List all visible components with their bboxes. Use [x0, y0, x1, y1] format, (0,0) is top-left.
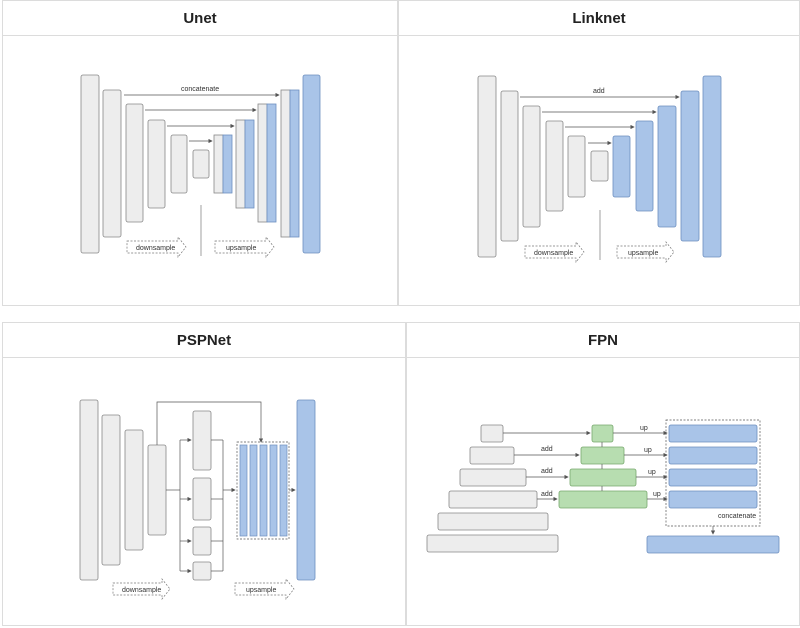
fpn-out-block-1 [668, 424, 758, 443]
fpn-td-block-1 [591, 424, 614, 443]
pspnet-upsample-label: upsample [246, 587, 276, 594]
fpn-td-block-2 [580, 446, 625, 465]
unet-title: Unet [183, 9, 217, 27]
pspnet-title: PSPNet [176, 331, 232, 349]
pspnet-downsample-arrow [112, 578, 171, 600]
fpn-title: FPN [588, 331, 618, 349]
linknet-title: Linknet [572, 9, 626, 27]
fpn-bu-block-5 [437, 512, 549, 531]
fpn-td-block-3 [569, 468, 637, 487]
linknet-upsample-label: upsample [628, 250, 658, 257]
unet-dec-blue-1 [222, 134, 233, 194]
fpn-bu-block-6 [426, 534, 559, 553]
linknet-header: Linknet [398, 0, 800, 36]
pspnet-concat-feat-4 [269, 444, 278, 537]
unet-dec-blue-3 [266, 103, 277, 223]
linknet-upsample-arrow [616, 241, 675, 263]
unet-upsample-label: upsample [226, 245, 256, 252]
linknet-enc-block-5 [567, 135, 586, 198]
fpn-up-label-4: up [653, 491, 661, 498]
linknet-enc-block-3 [522, 105, 541, 228]
unet-dec-blue-4 [289, 89, 300, 238]
pspnet-enc-block-2 [101, 414, 121, 566]
linknet-bottleneck [590, 150, 609, 182]
linknet-enc-block-4 [545, 120, 564, 212]
pspnet-pool-1 [192, 410, 212, 471]
fpn-concat-label: concatenate [718, 513, 756, 520]
unet-output [302, 74, 321, 254]
linknet-downsample-arrow [524, 241, 585, 263]
fpn-bu-block-1 [480, 424, 504, 443]
unet-dec-blue-2 [244, 119, 255, 209]
unet-bottleneck [192, 149, 210, 179]
pspnet-skip-path [156, 401, 264, 445]
pspnet-downsample-label: downsample [122, 587, 161, 594]
unet-concat-label: concatenate [181, 86, 219, 93]
linknet-dec-block-3 [657, 105, 677, 228]
fpn-bu-block-3 [459, 468, 527, 487]
linknet-output [702, 75, 722, 258]
pspnet-panel [2, 358, 406, 626]
fpn-up-label-3: up [648, 469, 656, 476]
fpn-bu-block-2 [469, 446, 515, 465]
unet-panel [2, 36, 398, 306]
fpn-out-block-4 [668, 490, 758, 509]
unet-enc-block-1 [80, 74, 100, 254]
unet-header: Unet [2, 0, 398, 36]
linknet-enc-block-2 [500, 90, 519, 242]
fpn-up-label-2: up [644, 447, 652, 454]
linknet-add-label: add [593, 88, 605, 95]
pspnet-upsample-arrow [234, 578, 295, 600]
pspnet-output [296, 399, 316, 581]
linknet-enc-block-1 [477, 75, 497, 258]
fpn-add-label-2: add [541, 468, 553, 475]
pspnet-enc-block-1 [79, 399, 99, 581]
fpn-bu-block-4 [448, 490, 538, 509]
fpn-td-block-4 [558, 490, 648, 509]
unet-downsample-label: downsample [136, 245, 175, 252]
fpn-add-label-3: add [541, 491, 553, 498]
fpn-out-block-3 [668, 468, 758, 487]
pspnet-concat-box [236, 441, 290, 540]
pspnet-header: PSPNet [2, 322, 406, 358]
unet-enc-block-5 [170, 134, 188, 194]
unet-upsample-arrow [214, 236, 275, 258]
pspnet-concat-feat-3 [259, 444, 268, 537]
linknet-dec-block-1 [612, 135, 631, 198]
fpn-up-label-1: up [640, 425, 648, 432]
linknet-dec-block-4 [680, 90, 700, 242]
unet-enc-block-3 [125, 103, 144, 223]
fpn-output [646, 535, 780, 554]
pspnet-concat-feat-5 [279, 444, 288, 537]
unet-downsample-arrow [126, 236, 187, 258]
pspnet-concat-feat-2 [249, 444, 258, 537]
unet-enc-block-2 [102, 89, 122, 238]
linknet-downsample-label: downsample [534, 250, 573, 257]
fpn-out-block-2 [668, 446, 758, 465]
pspnet-concat-feat-1 [239, 444, 248, 537]
unet-enc-block-4 [147, 119, 166, 209]
linknet-dec-block-2 [635, 120, 654, 212]
pspnet-enc-block-3 [124, 429, 144, 551]
fpn-add-label-1: add [541, 446, 553, 453]
